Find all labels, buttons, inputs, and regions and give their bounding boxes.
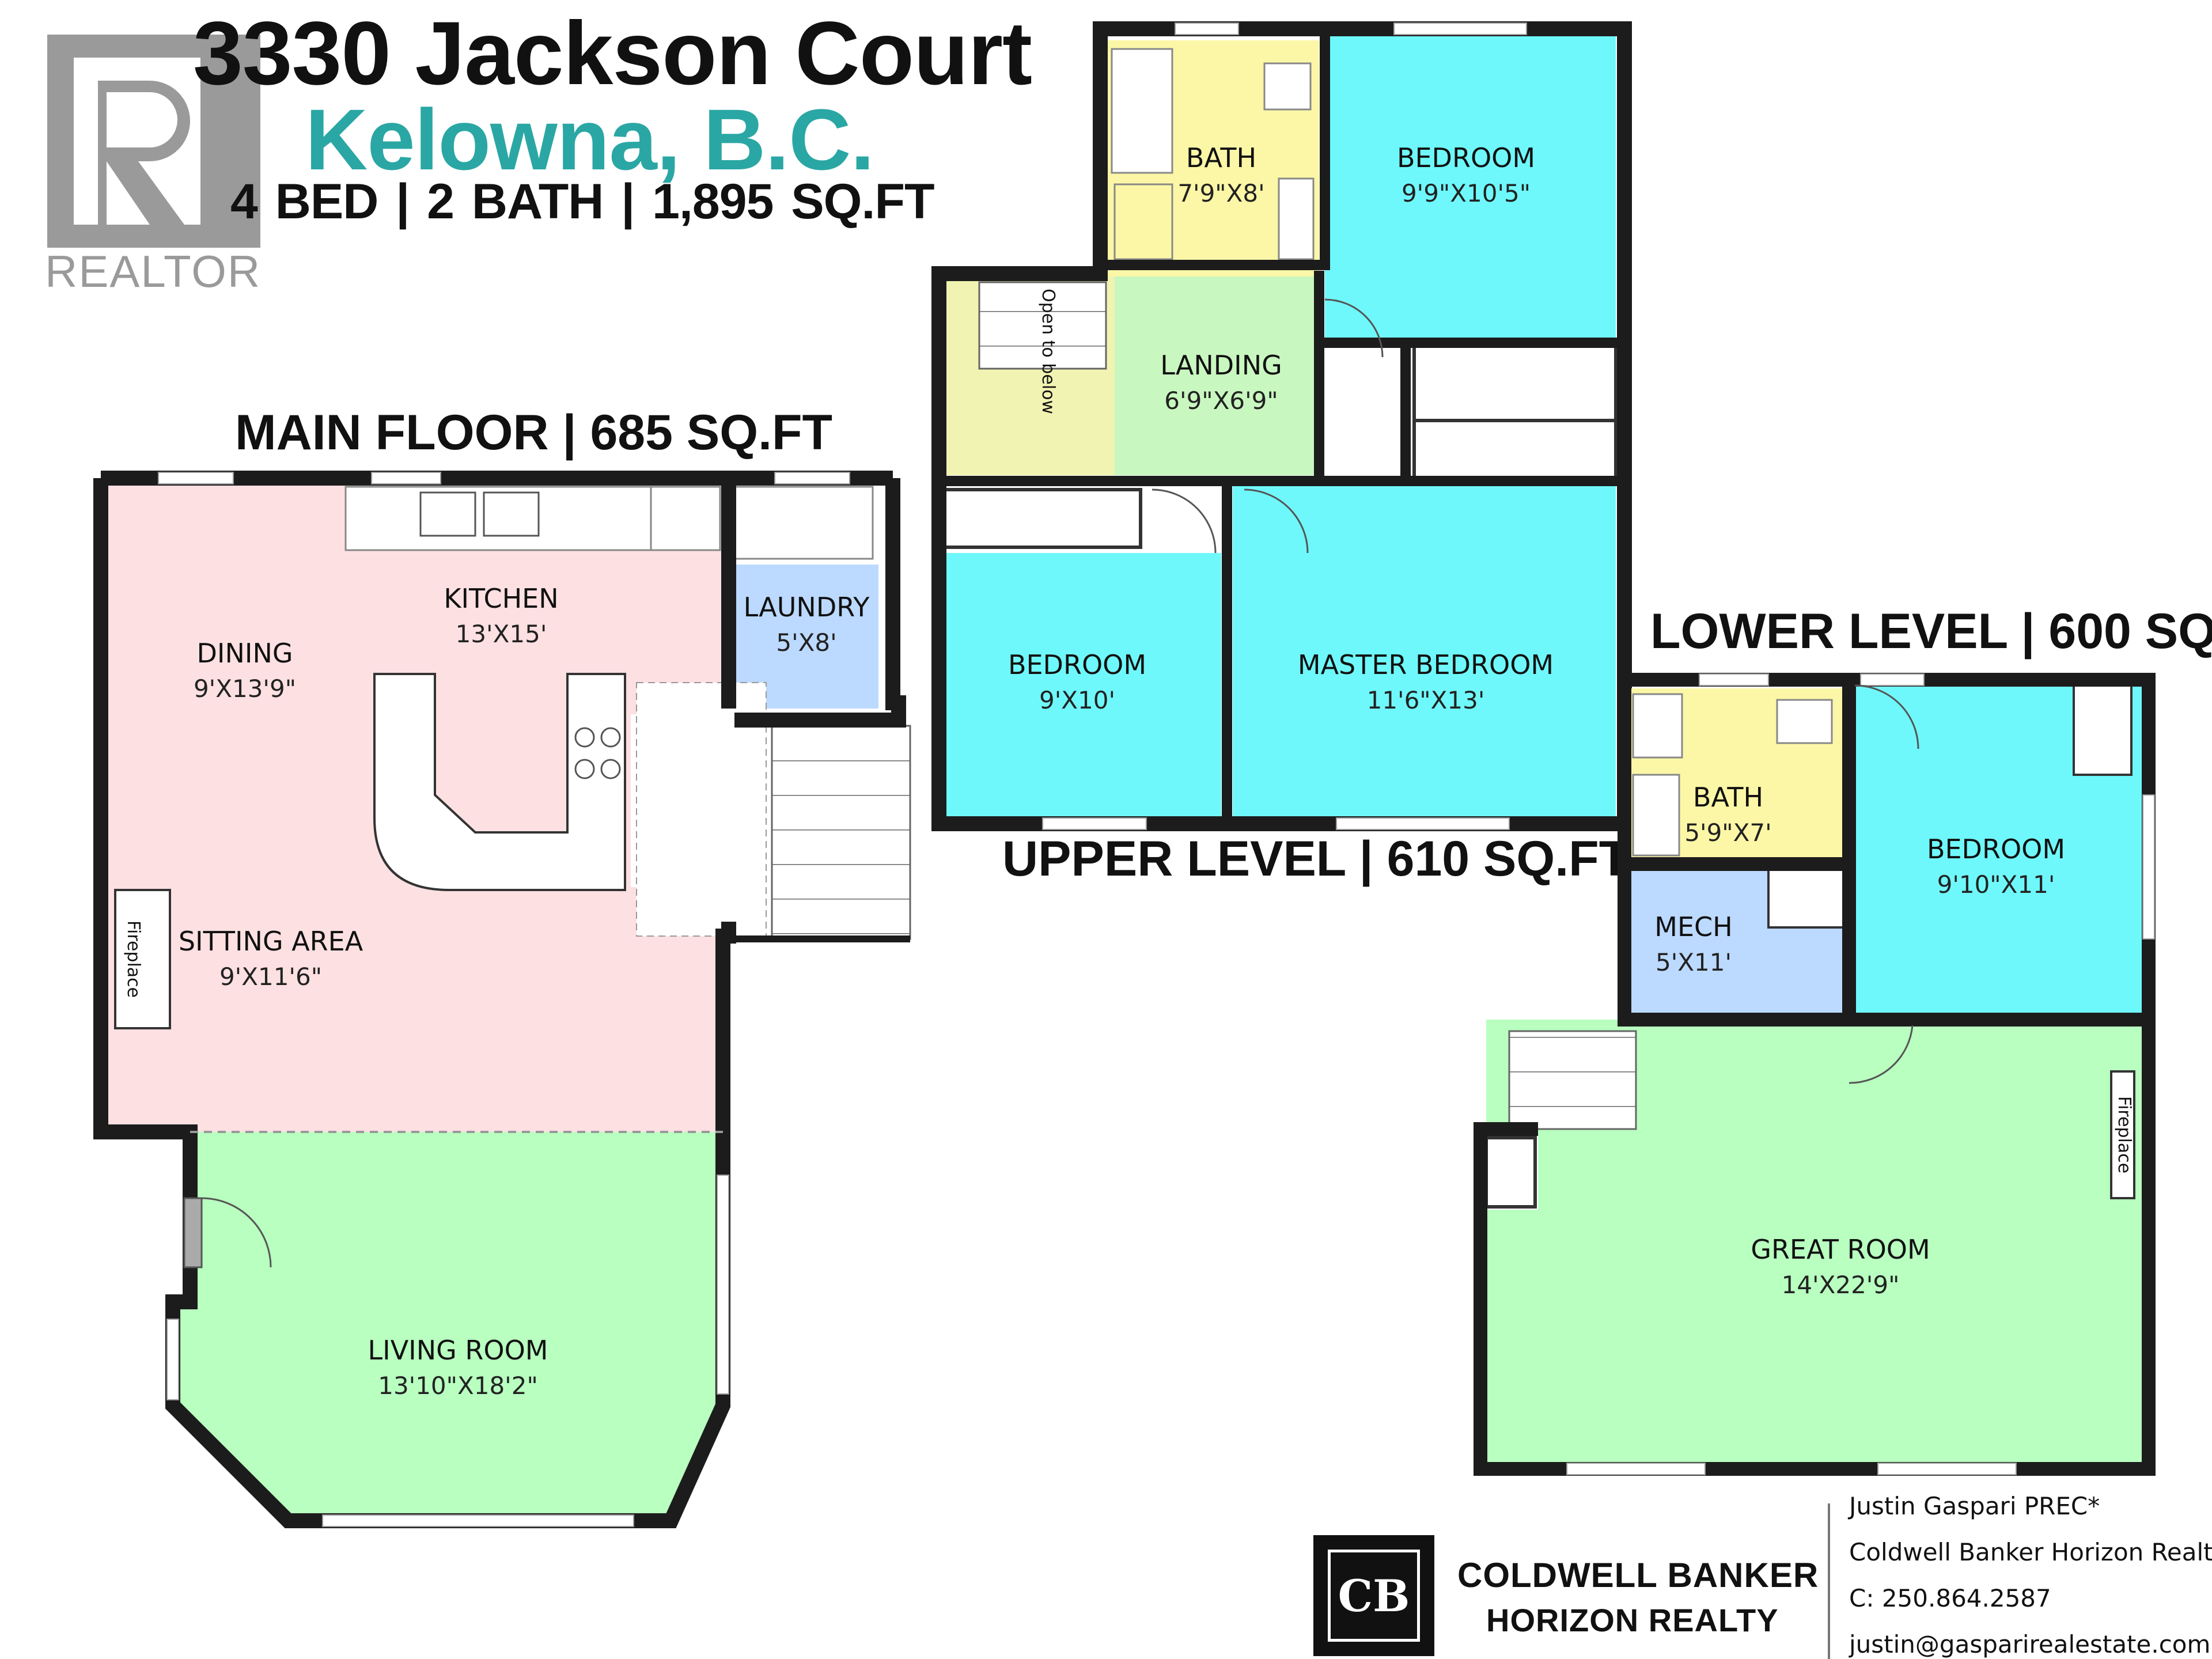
kitchen-dim: 13'X15' bbox=[456, 620, 547, 648]
main-floor: MAIN FLOOR | 685 SQ.FT Fireplace bbox=[93, 405, 911, 1528]
upper-bath-name: BATH bbox=[1186, 142, 1256, 173]
master-bedroom-area bbox=[1233, 484, 1616, 818]
brand-line-1: COLDWELL BANKER bbox=[1457, 1556, 1819, 1594]
great-room-area bbox=[1486, 1020, 2143, 1463]
upper-level: Open to below BATH 7'9"X8' bbox=[931, 21, 1632, 887]
fireplace-lower-label: Fireplace bbox=[2114, 1096, 2134, 1173]
upper-bath-dim: 7'9"X8' bbox=[1177, 179, 1264, 207]
upper-bedroom-2-dim: 9'X10' bbox=[1039, 686, 1115, 714]
realtor-logo: REALTOR bbox=[45, 35, 261, 297]
dining-dim: 9'X13'9" bbox=[194, 675, 296, 703]
laundry-name: LAUNDRY bbox=[744, 592, 870, 623]
living-name: LIVING ROOM bbox=[368, 1335, 548, 1366]
brand-line-2: HORIZON REALTY bbox=[1486, 1602, 1779, 1638]
great-room-dim: 14'X22'9" bbox=[1782, 1271, 1900, 1299]
agent-phone: C: 250.864.2587 bbox=[1849, 1584, 2051, 1612]
kitchen-name: KITCHEN bbox=[444, 583, 558, 614]
landing-dim: 6'9"X6'9" bbox=[1164, 387, 1278, 415]
lower-bath-name: BATH bbox=[1693, 782, 1763, 813]
upper-bedroom-1-name: BEDROOM bbox=[1397, 142, 1535, 173]
living-dim: 13'10"X18'2" bbox=[378, 1372, 538, 1400]
lower-level: LOWER LEVEL | 600 SQ.FT Fireplace BATH 5… bbox=[1474, 604, 2212, 1476]
upper-bedroom-2-area bbox=[945, 553, 1221, 818]
agent-name: Justin Gaspari PREC* bbox=[1849, 1492, 2100, 1520]
mech-dim: 5'X11' bbox=[1656, 948, 1732, 976]
agent-brokerage: Coldwell Banker Horizon Realty bbox=[1849, 1538, 2212, 1566]
great-room-name: GREAT ROOM bbox=[1751, 1234, 1930, 1265]
mech-name: MECH bbox=[1654, 911, 1732, 942]
lower-bedroom-dim: 9'10"X11' bbox=[1937, 870, 2055, 899]
monogram: CB bbox=[1328, 1550, 1420, 1642]
fireplace-main-label: Fireplace bbox=[123, 921, 143, 998]
dining-name: DINING bbox=[196, 638, 293, 669]
upper-bedroom-1-dim: 9'9"X10'5" bbox=[1402, 179, 1531, 207]
lower-bedroom-name: BEDROOM bbox=[1927, 834, 2065, 865]
upper-bedroom-1-area bbox=[1325, 35, 1616, 346]
laundry-dim: 5'X8' bbox=[776, 628, 836, 657]
lower-level-label: LOWER LEVEL | 600 SQ.FT bbox=[1650, 604, 2212, 659]
open-below-label: Open to below bbox=[1038, 289, 1058, 414]
sitting-name: SITTING AREA bbox=[179, 926, 363, 957]
main-floor-label: MAIN FLOOR | 685 SQ.FT bbox=[235, 405, 832, 460]
upper-level-label: UPPER LEVEL | 610 SQ.FT bbox=[1002, 831, 1629, 887]
address-title: 3330 Jackson Court bbox=[193, 3, 1032, 104]
lower-bath-dim: 5'9"X7' bbox=[1684, 819, 1771, 847]
upper-bedroom-2-name: BEDROOM bbox=[1008, 649, 1146, 680]
landing-name: LANDING bbox=[1160, 350, 1282, 381]
summary-line: 4 BED | 2 BATH | 1,895 SQ.FT bbox=[230, 174, 935, 229]
agent-email[interactable]: justin@gasparirealestate.com bbox=[1849, 1630, 2211, 1658]
master-bedroom-dim: 11'6"X13' bbox=[1367, 686, 1485, 714]
master-bedroom-name: MASTER BEDROOM bbox=[1298, 649, 1554, 680]
city-title: Kelowna, B.C. bbox=[305, 91, 874, 188]
coldwell-banker-logo: CB bbox=[1313, 1535, 1434, 1656]
sitting-dim: 9'X11'6" bbox=[219, 963, 322, 991]
living-room-area bbox=[173, 1132, 723, 1521]
realtor-logo-text: REALTOR bbox=[45, 246, 261, 297]
